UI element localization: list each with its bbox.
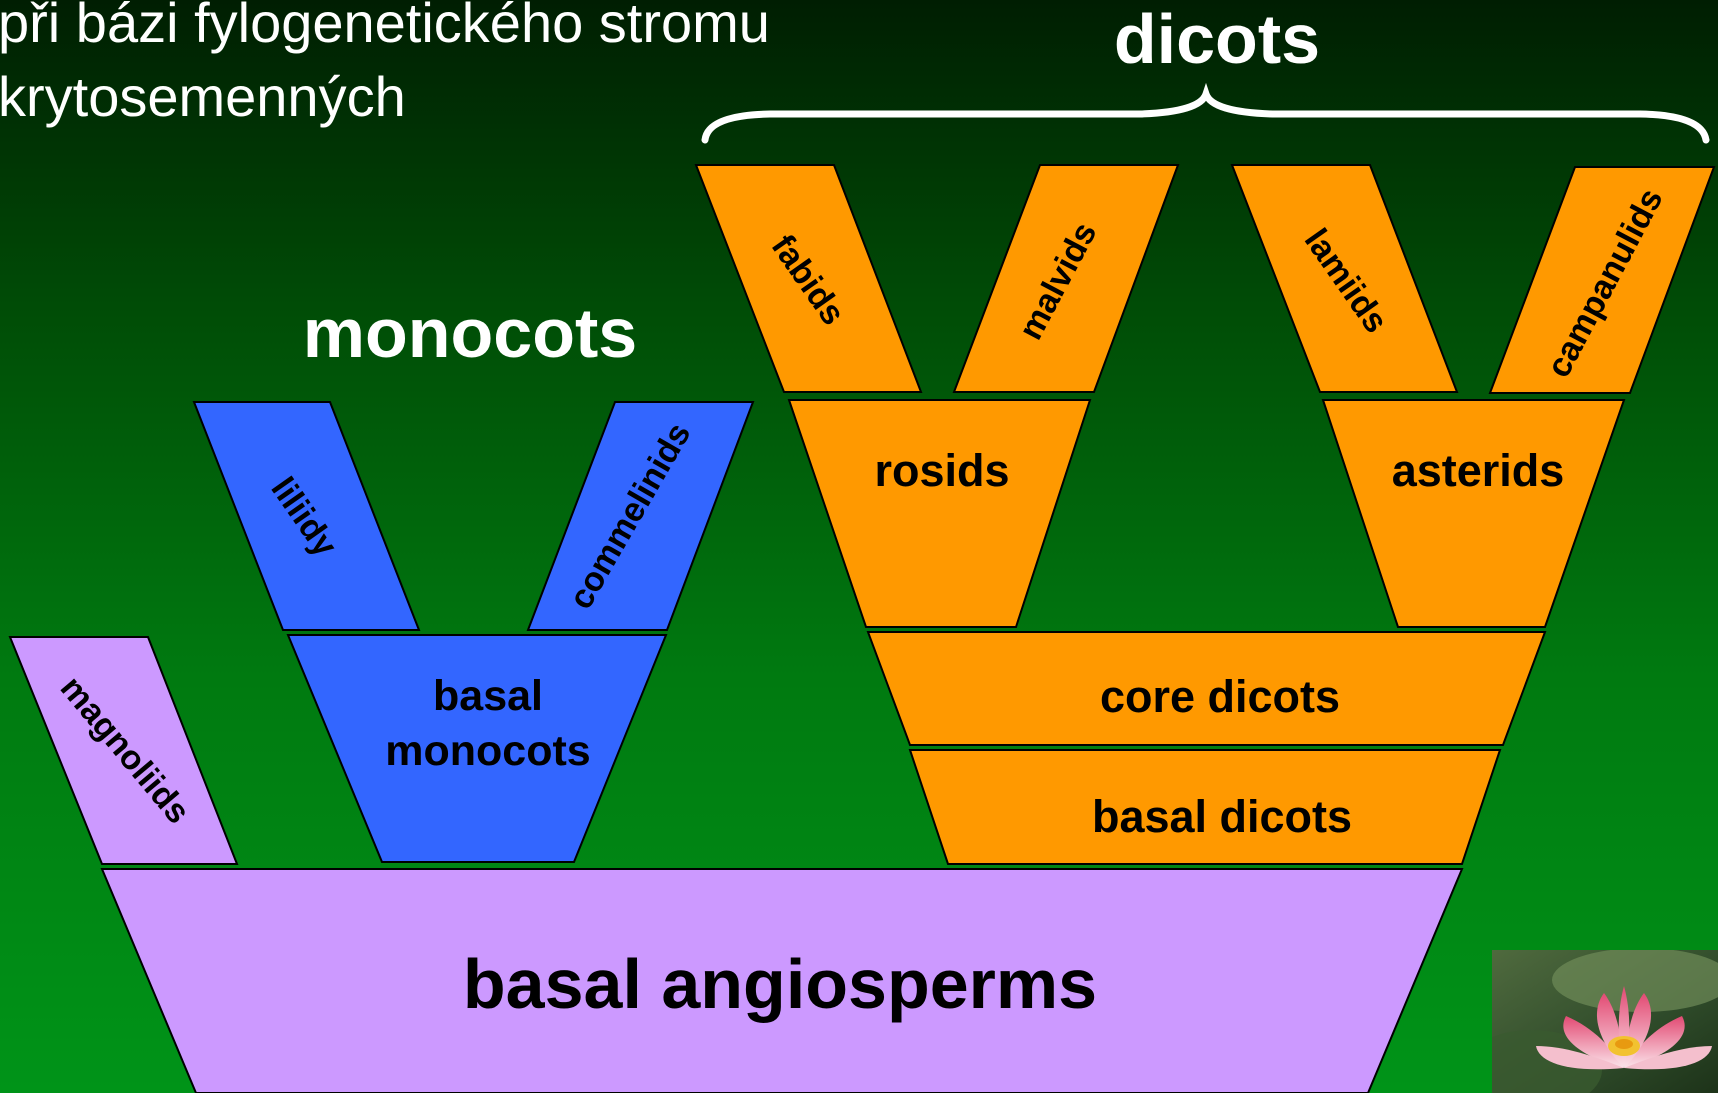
rosids-label: rosids: [874, 445, 1009, 496]
monocots-label: monocots: [303, 294, 637, 372]
asterids-label: asterids: [1392, 445, 1565, 496]
basal-dicots-label: basal dicots: [1092, 791, 1352, 842]
rosids-block: [789, 400, 1090, 627]
basal-monocots-label-line-1: basal: [433, 672, 543, 720]
basal-angiosperms-label: basal angiosperms: [463, 945, 1097, 1023]
water-lily-photo: [1492, 950, 1718, 1093]
asterids-block: [1323, 400, 1624, 627]
core-dicots-label: core dicots: [1100, 671, 1340, 722]
basal-monocots-label-line-2: monocots: [385, 727, 590, 775]
dicots-label: dicots: [1114, 0, 1320, 78]
dicots-brace: [705, 94, 1706, 140]
